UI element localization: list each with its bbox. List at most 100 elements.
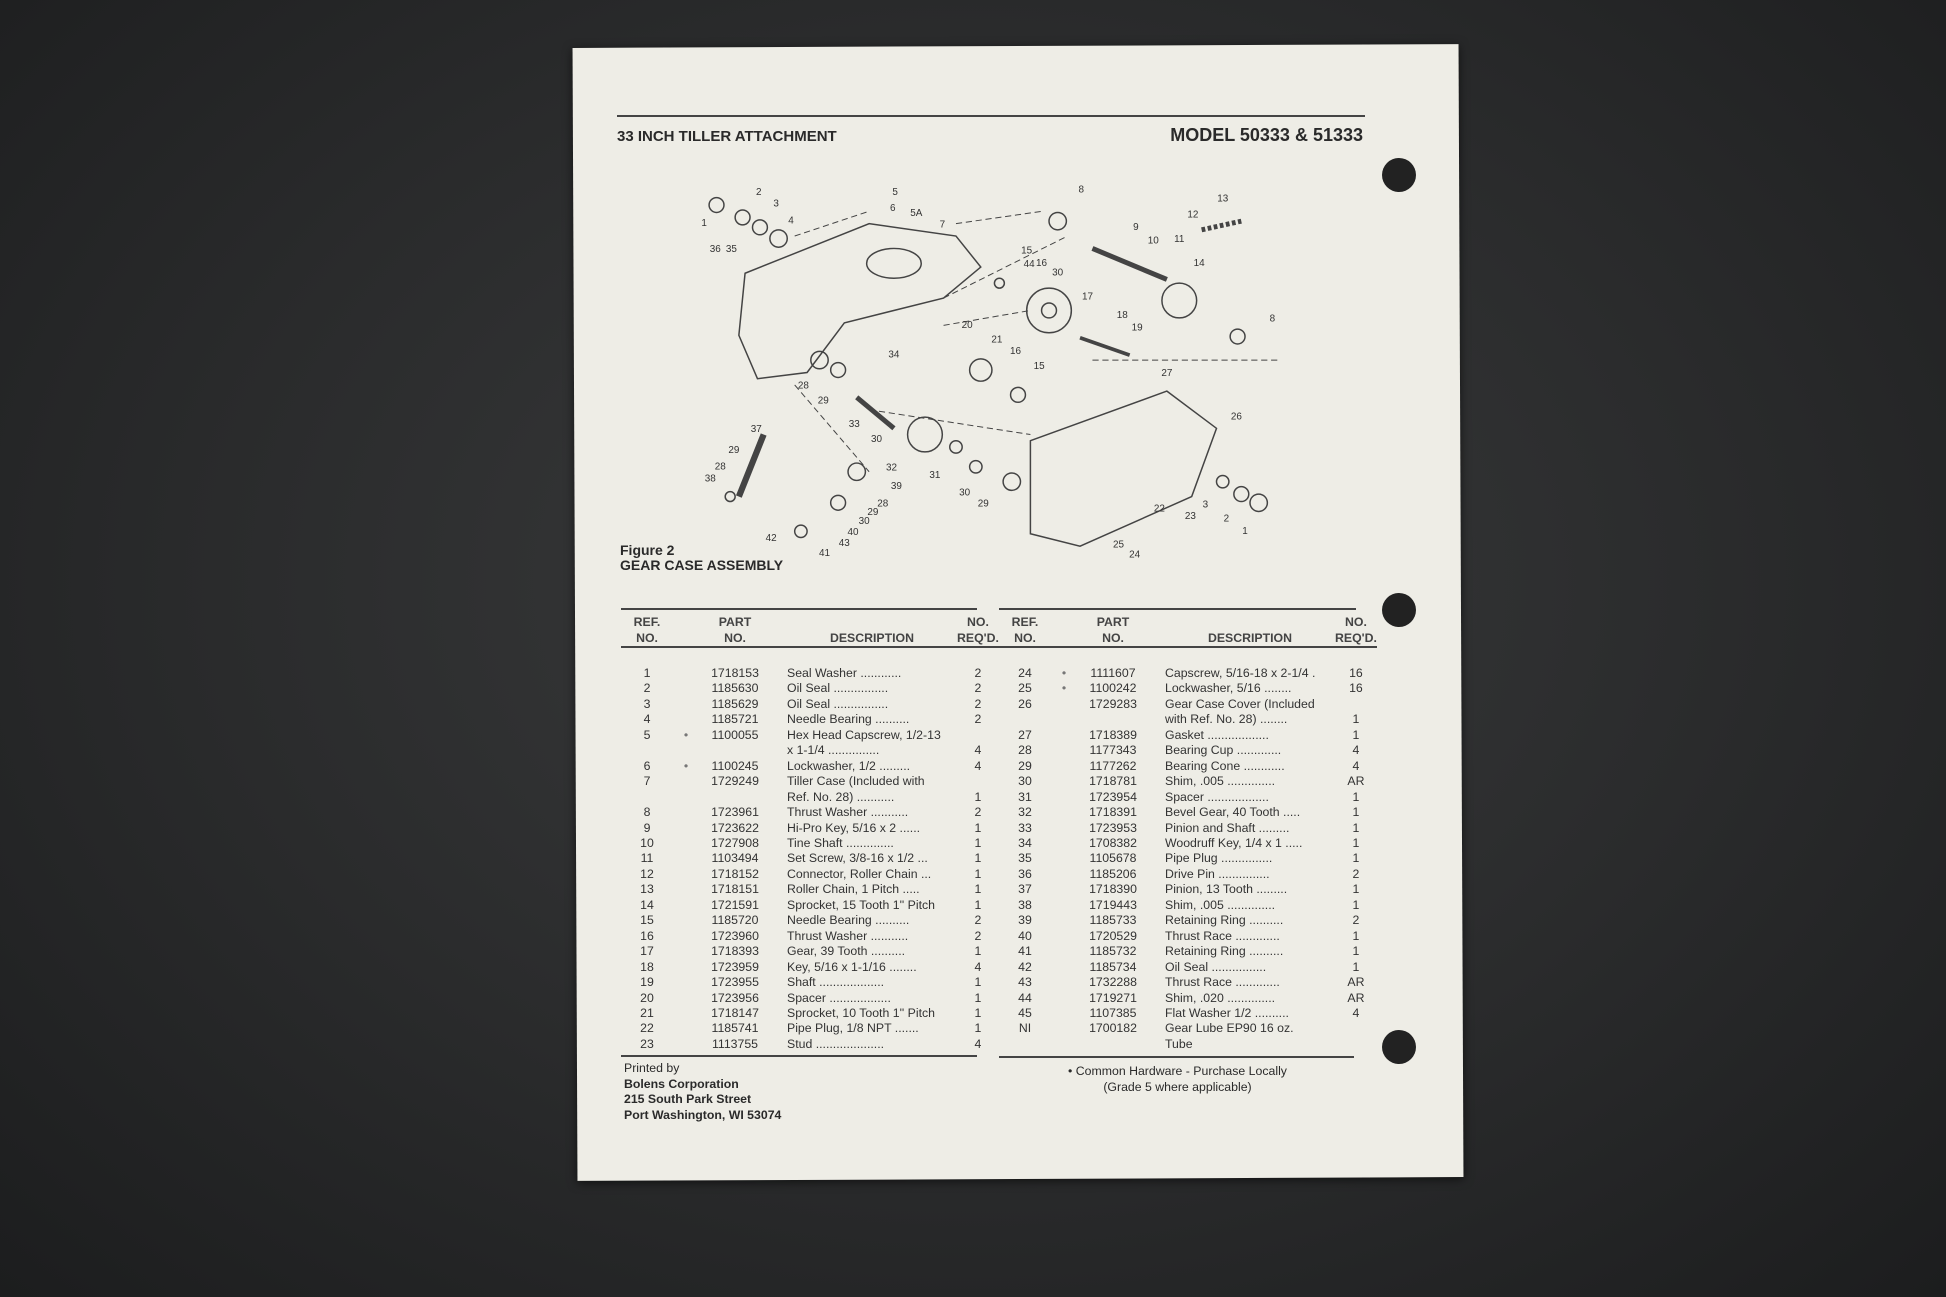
qty-required [957, 728, 999, 743]
ref-no [621, 790, 673, 805]
column-header-text: DESCRIPTION [829, 631, 915, 645]
gear-39-tooth [1025, 287, 1073, 334]
qty-required: 1 [974, 975, 982, 990]
hardware-marker [673, 712, 699, 727]
ref-no: 14 [640, 897, 654, 912]
ref-no: 42 [1018, 959, 1032, 974]
description: Set Screw, 3/8-16 x 1/2 ... [787, 851, 928, 866]
ref-no: 36 [1018, 866, 1032, 881]
header-divider [621, 646, 999, 666]
description: Shim, .005 .............. [1165, 774, 1276, 789]
callout-number: 30 [859, 516, 871, 527]
qty-required: 2 [974, 681, 982, 696]
description: Needle Bearing .......... [787, 913, 910, 928]
description: Oil Seal ................ [787, 696, 889, 711]
ref-no: 29 [1018, 758, 1032, 773]
description: Thrust Race ............. [1165, 928, 1280, 943]
qty-required: 4 [1352, 743, 1360, 758]
ref-no: 3 [643, 696, 651, 711]
callout-number: 18 [1117, 310, 1129, 321]
table-bottom-rule [621, 1055, 977, 1057]
hardware-marker [1051, 712, 1077, 727]
callout-number: 24 [1129, 549, 1141, 560]
part-no: 1708382 [1089, 835, 1137, 850]
description: Retaining Ring .......... [1165, 944, 1284, 959]
description: Retaining Ring .......... [1165, 913, 1284, 928]
part-no: 1732288 [1089, 975, 1137, 990]
callout-number: 13 [1217, 193, 1229, 204]
description: Seal Washer ............ [787, 666, 902, 680]
qty-required: 2 [974, 913, 982, 928]
description: Tine Shaft .............. [787, 835, 894, 850]
part-no: 1723953 [1089, 820, 1137, 835]
callout-number: 31 [929, 470, 941, 481]
hardware-marker: • [683, 727, 689, 742]
ref-no: 20 [640, 990, 654, 1005]
description: Roller Chain, 1 Pitch ..... [787, 882, 920, 897]
table-row: Ref. No. 28) ...........1 [621, 790, 999, 805]
hardware-marker [673, 991, 699, 1006]
qty-required: AR [1347, 774, 1365, 789]
part-no: 1177343 [1089, 743, 1137, 758]
qty-required [1335, 1021, 1377, 1036]
ref-no: 11 [640, 851, 654, 866]
ref-no [999, 1037, 1051, 1052]
ref-no [621, 743, 673, 758]
callout-number: 36 [710, 244, 722, 255]
part-no: 1719271 [1089, 990, 1137, 1005]
hardware-marker: • [683, 758, 689, 773]
column-header-text: REF. [633, 615, 661, 629]
callout-number: 17 [1082, 291, 1094, 302]
ref-no: 33 [1018, 820, 1032, 835]
hardware-marker [1051, 960, 1077, 975]
description: Spacer .................. [787, 990, 891, 1005]
description: Gear Case Cover (Included [1165, 696, 1315, 711]
description: Ref. No. 28) ........... [787, 789, 895, 804]
ref-no: 35 [1018, 851, 1032, 866]
hardware-marker [1051, 913, 1077, 928]
part-no: 1718393 [711, 944, 759, 959]
description: Shaft ................... [787, 975, 885, 990]
hardware-marker [673, 681, 699, 696]
hardware-marker [673, 1006, 699, 1021]
callout-number: 23 [1185, 511, 1197, 522]
company-name: Bolens Corporation [624, 1076, 739, 1091]
part-no [699, 743, 771, 758]
column-header: REF.NO. [999, 612, 1051, 647]
qty-required: 16 [1349, 681, 1363, 696]
hardware-marker [1051, 790, 1077, 805]
column-header: REF.NO. [621, 612, 673, 647]
callout-number: 2 [1224, 513, 1230, 524]
part-no: 1185741 [711, 1021, 759, 1036]
qty-required: 2 [1352, 913, 1360, 928]
column-header-text: PART [718, 615, 752, 629]
ref-no: 38 [1018, 897, 1032, 912]
ref-no: 37 [1018, 882, 1032, 897]
description: Pipe Plug, 1/8 NPT ....... [787, 1021, 919, 1036]
description: Drive Pin ............... [1165, 866, 1270, 881]
callout-number: 8 [1270, 314, 1276, 325]
callout-number: 29 [978, 498, 990, 509]
ref-no: 23 [640, 1036, 654, 1051]
ref-no: 13 [640, 882, 654, 897]
part-no: 1107385 [1089, 1005, 1137, 1020]
callout-number: 15 [1034, 361, 1046, 372]
hardware-marker: • [1061, 681, 1067, 696]
qty-required: 1 [1352, 897, 1360, 912]
qty-required: 1 [1352, 727, 1360, 742]
part-no: 1718781 [1089, 774, 1137, 789]
column-header-text: NO. [967, 615, 989, 629]
callout-number: 12 [1187, 209, 1199, 220]
column-header: DESCRIPTION [771, 612, 957, 647]
